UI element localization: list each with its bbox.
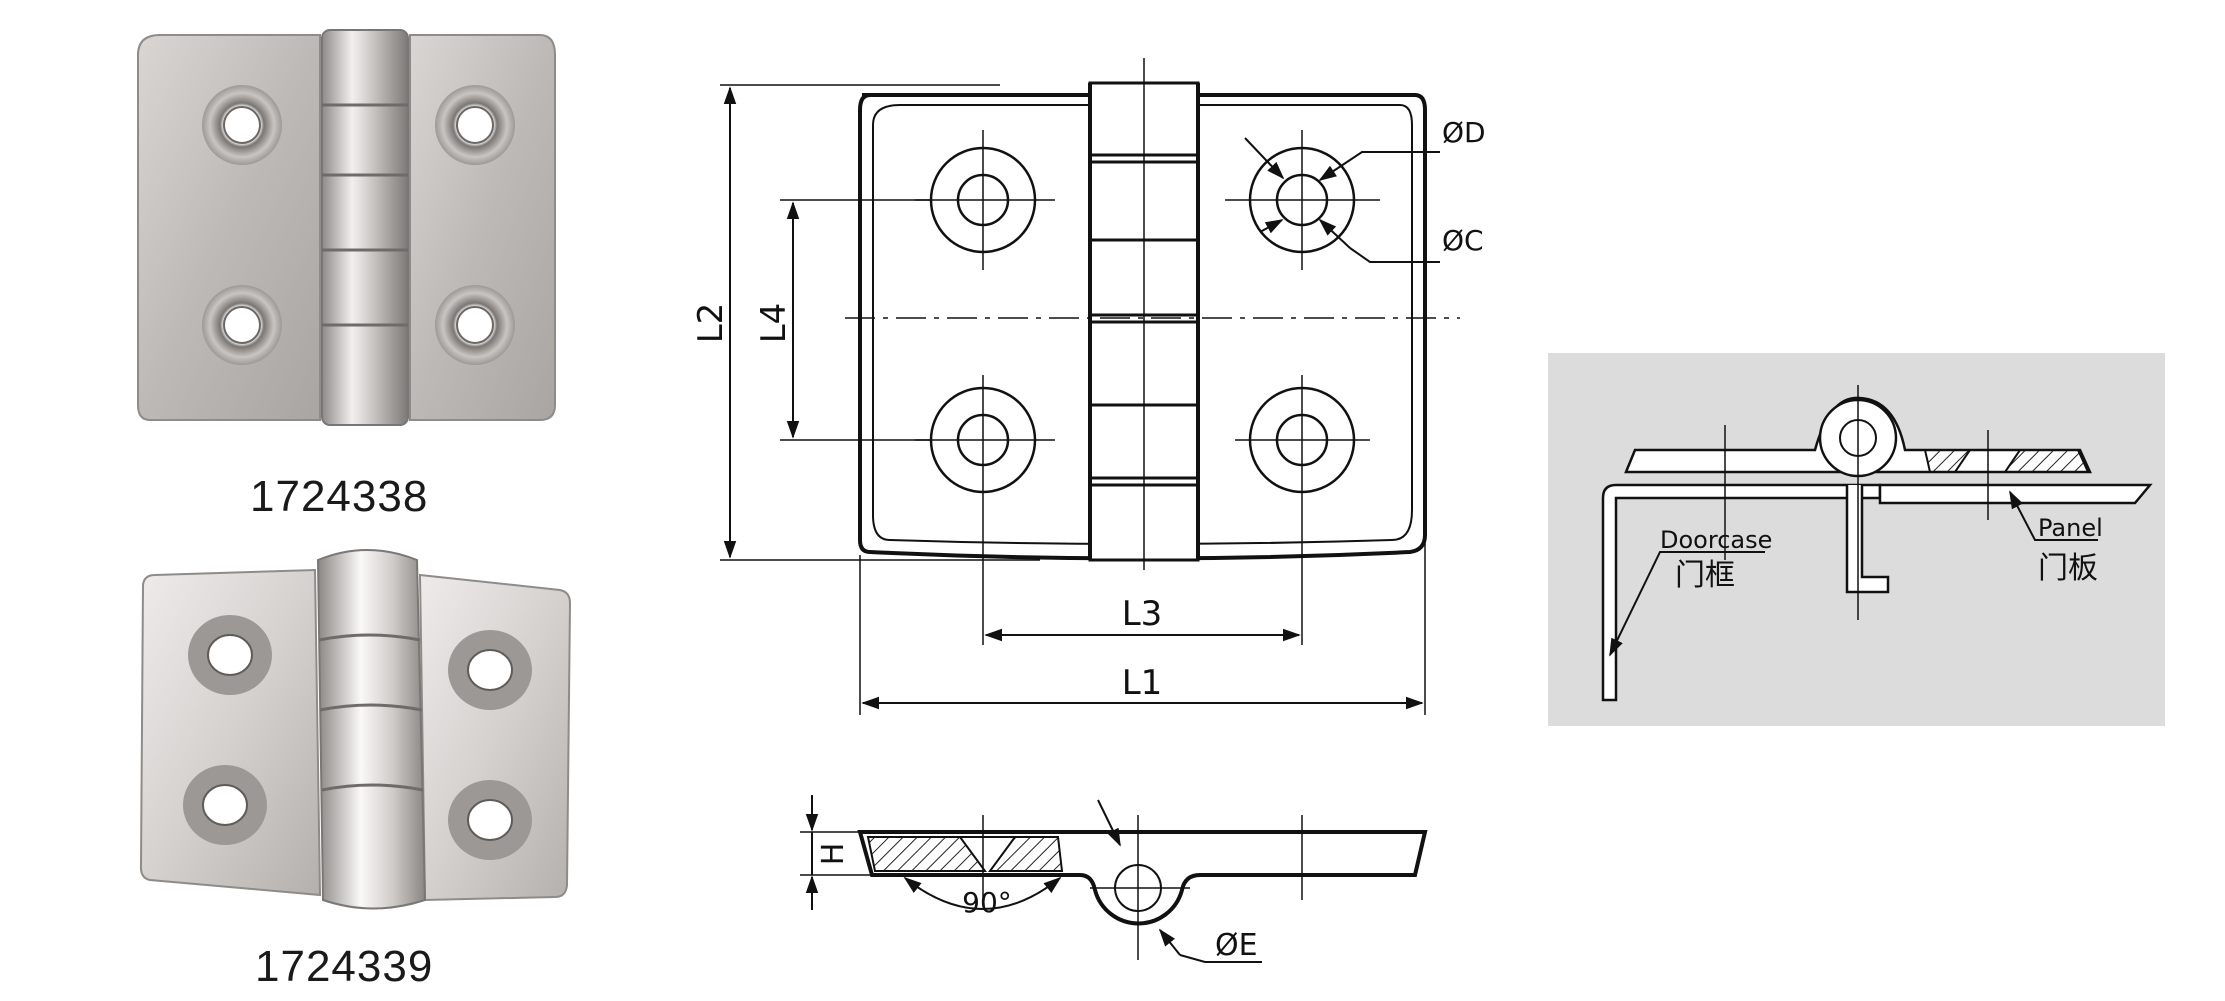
label-panel: Panel xyxy=(2038,514,2103,542)
label-diameter-c: ØC xyxy=(1442,224,1484,257)
label-l4: L4 xyxy=(754,303,794,344)
label-l3: L3 xyxy=(1122,594,1163,634)
countersink-angle-arc xyxy=(903,876,1062,910)
label-doorcase: Doorcase xyxy=(1660,526,1772,554)
install-view xyxy=(1601,385,2153,702)
hinge-photo-1724339 xyxy=(139,549,572,910)
label-l1: L1 xyxy=(1122,663,1163,703)
product-code-2: 1724339 xyxy=(255,942,434,991)
label-panel-zh: 门板 xyxy=(2038,551,2098,586)
side-view xyxy=(800,795,1428,963)
product-code-1: 1724338 xyxy=(250,472,429,521)
label-diameter-e: ØE xyxy=(1215,928,1258,963)
label-height: H xyxy=(816,843,851,866)
front-view xyxy=(720,58,1460,715)
label-doorcase-zh: 门框 xyxy=(1675,558,1735,593)
label-diameter-d: ØD xyxy=(1442,116,1486,149)
label-angle: 90° xyxy=(962,886,1012,919)
doorcase-frame xyxy=(1601,483,1882,702)
hinge-photo-1724338 xyxy=(137,29,556,426)
label-l2: L2 xyxy=(691,303,731,344)
